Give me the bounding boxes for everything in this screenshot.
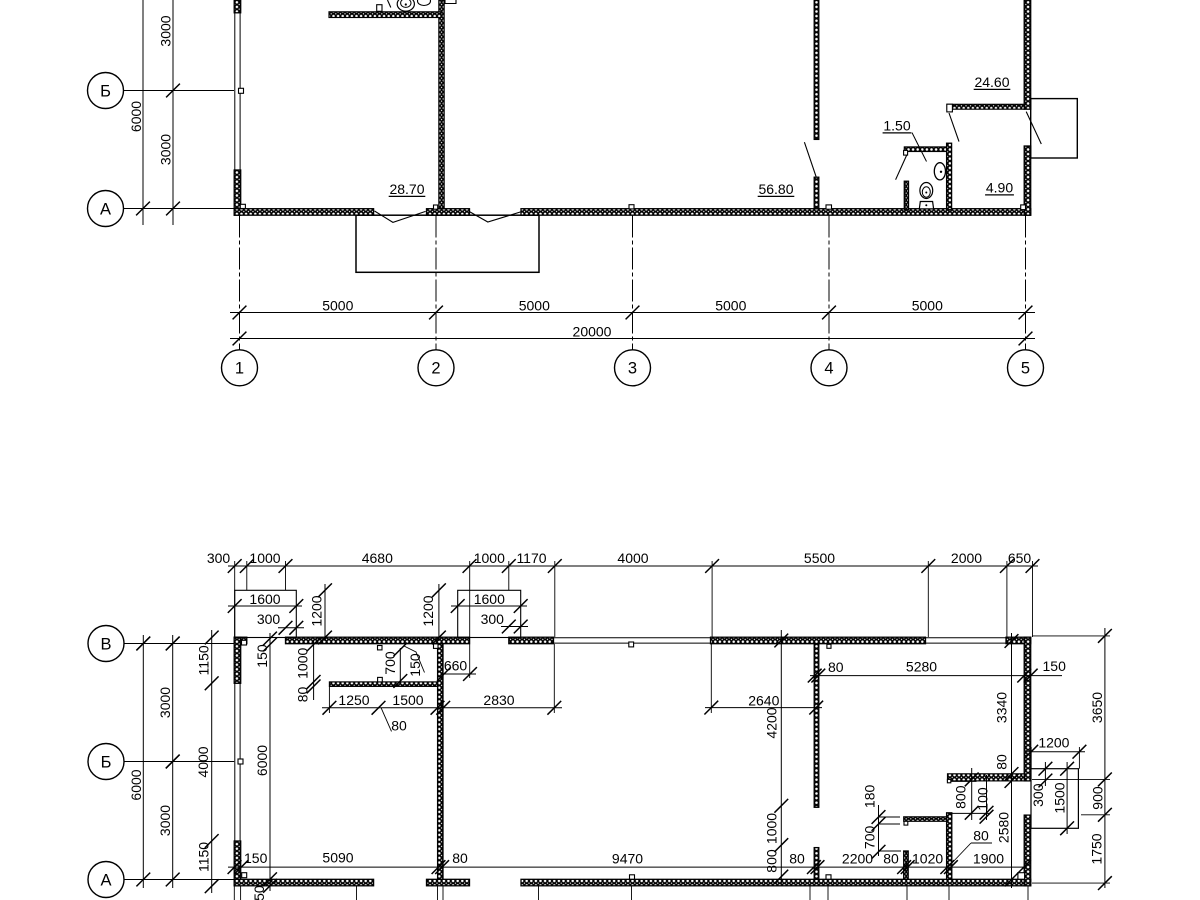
svg-text:1000: 1000 — [474, 550, 505, 566]
svg-text:1000: 1000 — [764, 813, 780, 844]
svg-text:900: 900 — [1090, 786, 1106, 810]
svg-text:80: 80 — [391, 718, 407, 734]
svg-text:1200: 1200 — [309, 595, 325, 626]
svg-text:1600: 1600 — [474, 591, 505, 607]
svg-text:20000: 20000 — [573, 323, 612, 339]
svg-text:5500: 5500 — [804, 550, 835, 566]
svg-text:9470: 9470 — [612, 851, 643, 867]
svg-text:150: 150 — [251, 885, 267, 900]
svg-text:56.80: 56.80 — [758, 181, 793, 197]
svg-text:300: 300 — [481, 611, 505, 627]
svg-text:1500: 1500 — [392, 692, 423, 708]
svg-text:1000: 1000 — [249, 550, 280, 566]
svg-text:150: 150 — [254, 644, 270, 668]
svg-text:180: 180 — [862, 785, 878, 809]
svg-text:80: 80 — [295, 687, 311, 703]
svg-text:800: 800 — [953, 785, 969, 809]
svg-text:80: 80 — [973, 828, 989, 844]
svg-text:4000: 4000 — [617, 550, 648, 566]
svg-text:5000: 5000 — [715, 297, 746, 313]
svg-text:4200: 4200 — [764, 707, 780, 738]
svg-text:2830: 2830 — [483, 692, 514, 708]
svg-text:5: 5 — [1021, 360, 1030, 378]
svg-text:Б: Б — [101, 753, 112, 771]
svg-text:6000: 6000 — [128, 101, 144, 132]
svg-text:660: 660 — [444, 657, 468, 673]
svg-text:3: 3 — [628, 360, 637, 378]
svg-text:3340: 3340 — [993, 692, 1009, 723]
svg-text:5000: 5000 — [322, 297, 353, 313]
svg-text:300: 300 — [207, 550, 231, 566]
svg-text:5000: 5000 — [519, 297, 550, 313]
svg-text:1170: 1170 — [516, 550, 546, 566]
svg-text:4680: 4680 — [362, 550, 393, 566]
svg-text:1200: 1200 — [1038, 735, 1069, 751]
svg-text:В: В — [100, 635, 111, 653]
svg-text:100: 100 — [975, 787, 991, 811]
svg-text:5280: 5280 — [906, 658, 937, 674]
svg-text:80: 80 — [993, 754, 1009, 770]
svg-text:80: 80 — [828, 659, 844, 675]
svg-text:2200: 2200 — [842, 851, 873, 867]
svg-text:1150: 1150 — [195, 842, 211, 872]
svg-text:80: 80 — [883, 851, 899, 867]
svg-text:5090: 5090 — [322, 849, 353, 865]
svg-text:4.90: 4.90 — [986, 180, 1013, 196]
svg-text:2000: 2000 — [951, 550, 982, 566]
svg-text:150: 150 — [1043, 658, 1067, 674]
svg-text:6000: 6000 — [254, 745, 270, 776]
svg-text:3000: 3000 — [158, 134, 174, 165]
svg-text:3000: 3000 — [157, 805, 173, 836]
svg-text:650: 650 — [1008, 550, 1032, 566]
svg-text:4: 4 — [824, 360, 833, 378]
svg-text:80: 80 — [452, 850, 468, 866]
svg-text:Б: Б — [100, 82, 111, 100]
svg-text:А: А — [100, 200, 111, 218]
svg-text:1250: 1250 — [338, 692, 369, 708]
svg-text:3000: 3000 — [157, 687, 173, 718]
svg-text:3650: 3650 — [1089, 692, 1105, 723]
svg-text:80: 80 — [789, 851, 805, 867]
svg-text:700: 700 — [382, 651, 398, 675]
svg-text:5000: 5000 — [912, 297, 943, 313]
svg-text:28.70: 28.70 — [389, 181, 424, 197]
svg-text:1900: 1900 — [973, 851, 1004, 867]
svg-text:24.60: 24.60 — [974, 74, 1009, 90]
svg-text:1500: 1500 — [1052, 782, 1068, 813]
svg-text:2640: 2640 — [748, 692, 779, 708]
svg-text:1.50: 1.50 — [883, 118, 910, 134]
svg-text:1000: 1000 — [295, 648, 311, 679]
svg-text:700: 700 — [862, 826, 878, 850]
svg-text:1200: 1200 — [420, 595, 436, 626]
svg-text:А: А — [100, 871, 111, 889]
svg-text:2580: 2580 — [996, 812, 1012, 843]
svg-text:300: 300 — [257, 611, 281, 627]
svg-text:6000: 6000 — [128, 769, 144, 800]
svg-text:2: 2 — [431, 360, 440, 378]
svg-text:1150: 1150 — [195, 645, 211, 675]
svg-text:1: 1 — [235, 360, 244, 378]
svg-text:3000: 3000 — [158, 15, 174, 46]
svg-text:1020: 1020 — [912, 851, 943, 867]
svg-text:800: 800 — [764, 849, 780, 873]
svg-text:150: 150 — [244, 850, 268, 866]
svg-text:300: 300 — [1030, 783, 1046, 807]
svg-text:1750: 1750 — [1089, 833, 1105, 864]
svg-text:1600: 1600 — [249, 591, 280, 607]
svg-text:150: 150 — [407, 653, 423, 677]
